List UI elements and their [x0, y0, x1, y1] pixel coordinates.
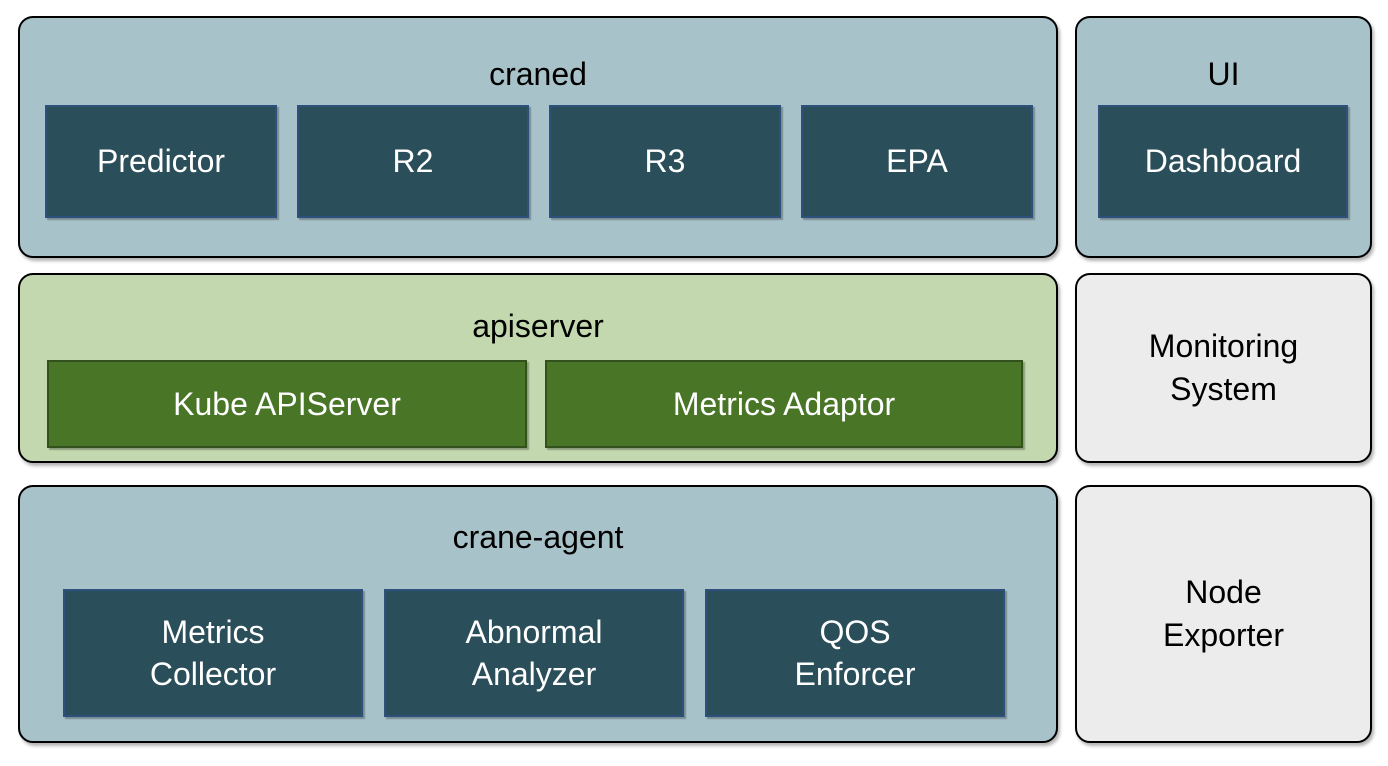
node-abnormal-analyzer: Abnormal Analyzer	[384, 589, 684, 717]
group-apiserver: apiserver Kube APIServer Metrics Adaptor	[18, 273, 1058, 463]
node-dashboard: Dashboard	[1098, 105, 1348, 218]
node-r3: R3	[549, 105, 781, 218]
node-monitoring-system-label: Monitoring System	[1148, 327, 1299, 407]
node-monitoring-system: Monitoring System	[1075, 273, 1372, 463]
group-ui: UI Dashboard	[1075, 16, 1372, 258]
node-r2: R2	[297, 105, 529, 218]
group-craned: craned Predictor R2 R3 EPA	[18, 16, 1058, 258]
group-crane-agent: crane-agent Metrics Collector Abnormal A…	[18, 485, 1058, 743]
node-node-exporter-label: Node Exporter	[1163, 573, 1284, 653]
group-crane-agent-title: crane-agent	[452, 519, 624, 555]
node-node-exporter: Node Exporter	[1075, 485, 1372, 743]
node-predictor: Predictor	[45, 105, 277, 218]
node-qos-enforcer: QOS Enforcer	[705, 589, 1005, 717]
group-apiserver-title: apiserver	[472, 308, 604, 344]
group-ui-title: UI	[1207, 56, 1240, 92]
group-craned-title: craned	[489, 56, 587, 92]
node-metrics-collector: Metrics Collector	[63, 589, 363, 717]
node-kube-apiserver: Kube APIServer	[47, 360, 527, 448]
node-epa: EPA	[801, 105, 1033, 218]
node-metrics-adaptor: Metrics Adaptor	[545, 360, 1023, 448]
